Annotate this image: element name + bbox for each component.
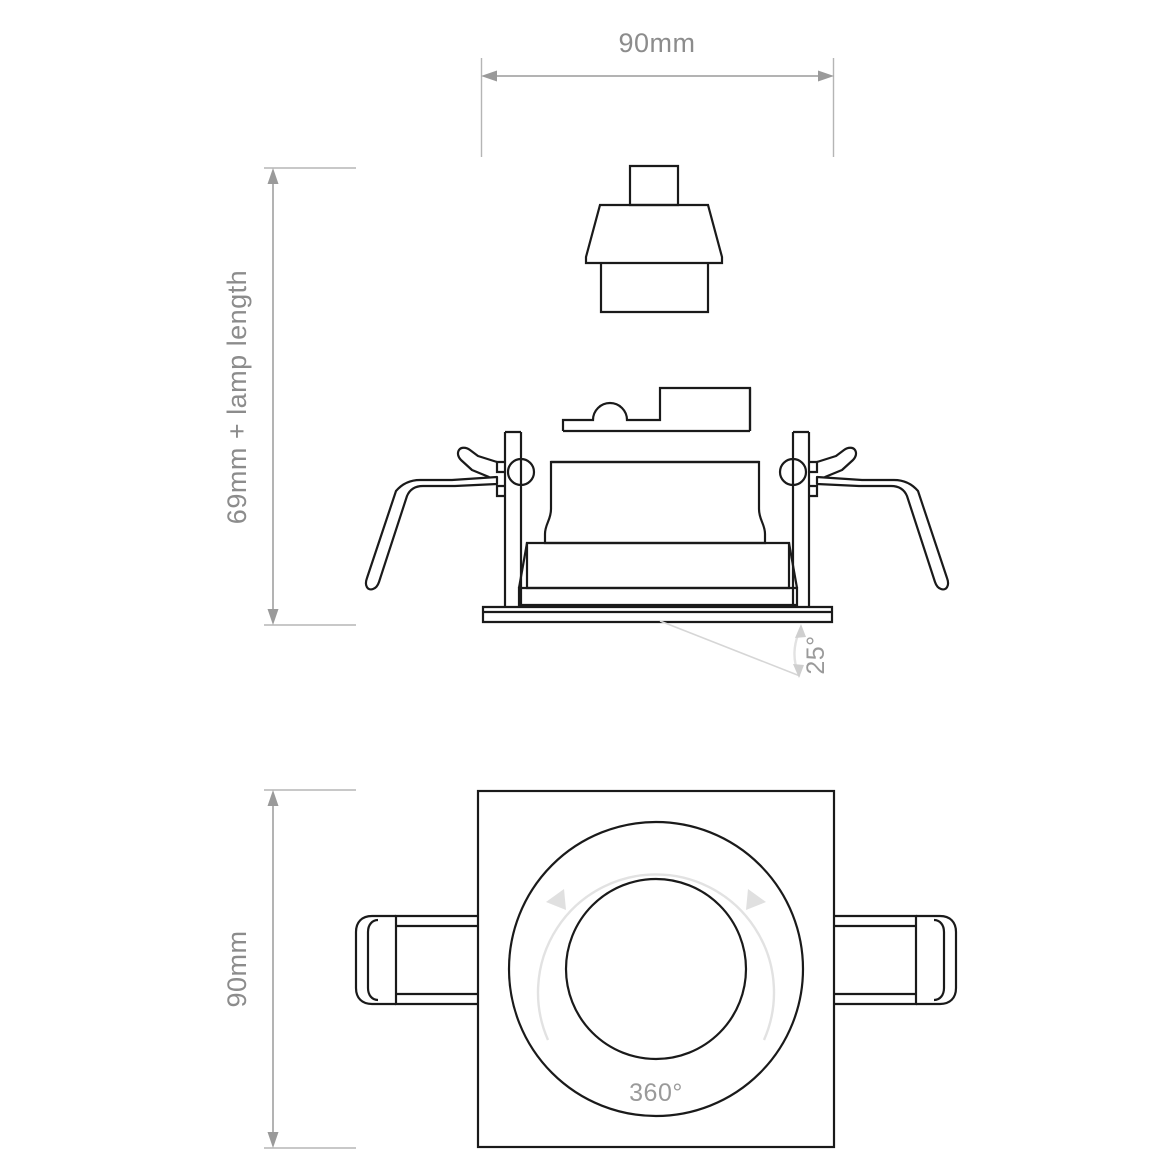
fixture-right-spring-clip: [815, 475, 950, 591]
lamp-base-rect: [599, 263, 710, 314]
elevation-height-dimension-group: 69mm + lamp length: [222, 167, 356, 626]
elevation-width-dimension-group: 90mm: [480, 28, 835, 157]
plan-height-label: 90mm: [222, 930, 252, 1007]
plan-arrow-up-icon: [267, 790, 279, 806]
fixture-bezel-plate: [481, 605, 834, 624]
fixture-right-clip-tab: [815, 446, 858, 479]
rotation-arrow-icon-left: [546, 889, 566, 910]
arrow-down-icon: [267, 609, 279, 625]
rotation-arrow-icon-down: [793, 664, 804, 678]
plan-rotation-label: 360°: [629, 1079, 683, 1107]
plan-inner-circle: [564, 877, 748, 1061]
elevation-width-label: 90mm: [618, 28, 695, 58]
plan-outer-circle: [507, 820, 805, 1118]
rotation-arc-360: [536, 873, 776, 1041]
fixture-upper-body: [543, 460, 767, 545]
fixture-reflector-housing: [525, 541, 791, 590]
fixture-lamp-holder-top: [561, 386, 752, 431]
plan-arrow-down-icon: [267, 1132, 279, 1148]
rotation-arrow-icon-right: [746, 889, 766, 910]
lamp-outline-group: [584, 164, 724, 314]
elevation-height-label: 69mm + lamp length: [222, 270, 252, 524]
lamp-top-tab: [628, 164, 680, 207]
plan-left-clip-body: [394, 914, 478, 1006]
plan-left-clip-rounded-end: [354, 914, 396, 1006]
fixture-housing-lower-band: [517, 586, 799, 607]
fixture-section-group: [364, 386, 950, 624]
plan-right-clip-inner-round: [933, 918, 946, 1002]
fixture-left-pivot: [506, 457, 536, 487]
fixture-right-post-notch-upper: [809, 460, 819, 474]
fixture-right-pivot: [778, 457, 808, 487]
fixture-left-clip-tab: [456, 446, 499, 479]
plan-left-clip-inner-round: [366, 918, 379, 1002]
arrow-left-icon: [481, 70, 497, 82]
plan-height-dimension-group: 90mm: [222, 789, 356, 1149]
plan-view-group: 360°: [354, 789, 958, 1149]
plan-right-clip-rounded-end: [916, 914, 958, 1006]
fixture-left-post-notch-lower: [495, 484, 505, 498]
lamp-body-trapezoid: [584, 203, 724, 265]
arrow-right-icon: [818, 70, 834, 82]
fixture-left-post-notch-upper: [495, 460, 505, 474]
tilt-leader-line: [659, 620, 801, 677]
rotation-arrow-icon-up: [795, 624, 806, 638]
tilt-angle-annotation-group: 25°: [659, 620, 830, 678]
fixture-left-spring-clip: [364, 475, 499, 591]
tilt-angle-label: 25°: [802, 635, 830, 674]
fixture-right-post-notch-lower: [809, 484, 819, 498]
plan-right-clip-body: [834, 914, 918, 1006]
arrow-up-icon: [267, 168, 279, 184]
plan-square-bezel: [476, 789, 836, 1149]
